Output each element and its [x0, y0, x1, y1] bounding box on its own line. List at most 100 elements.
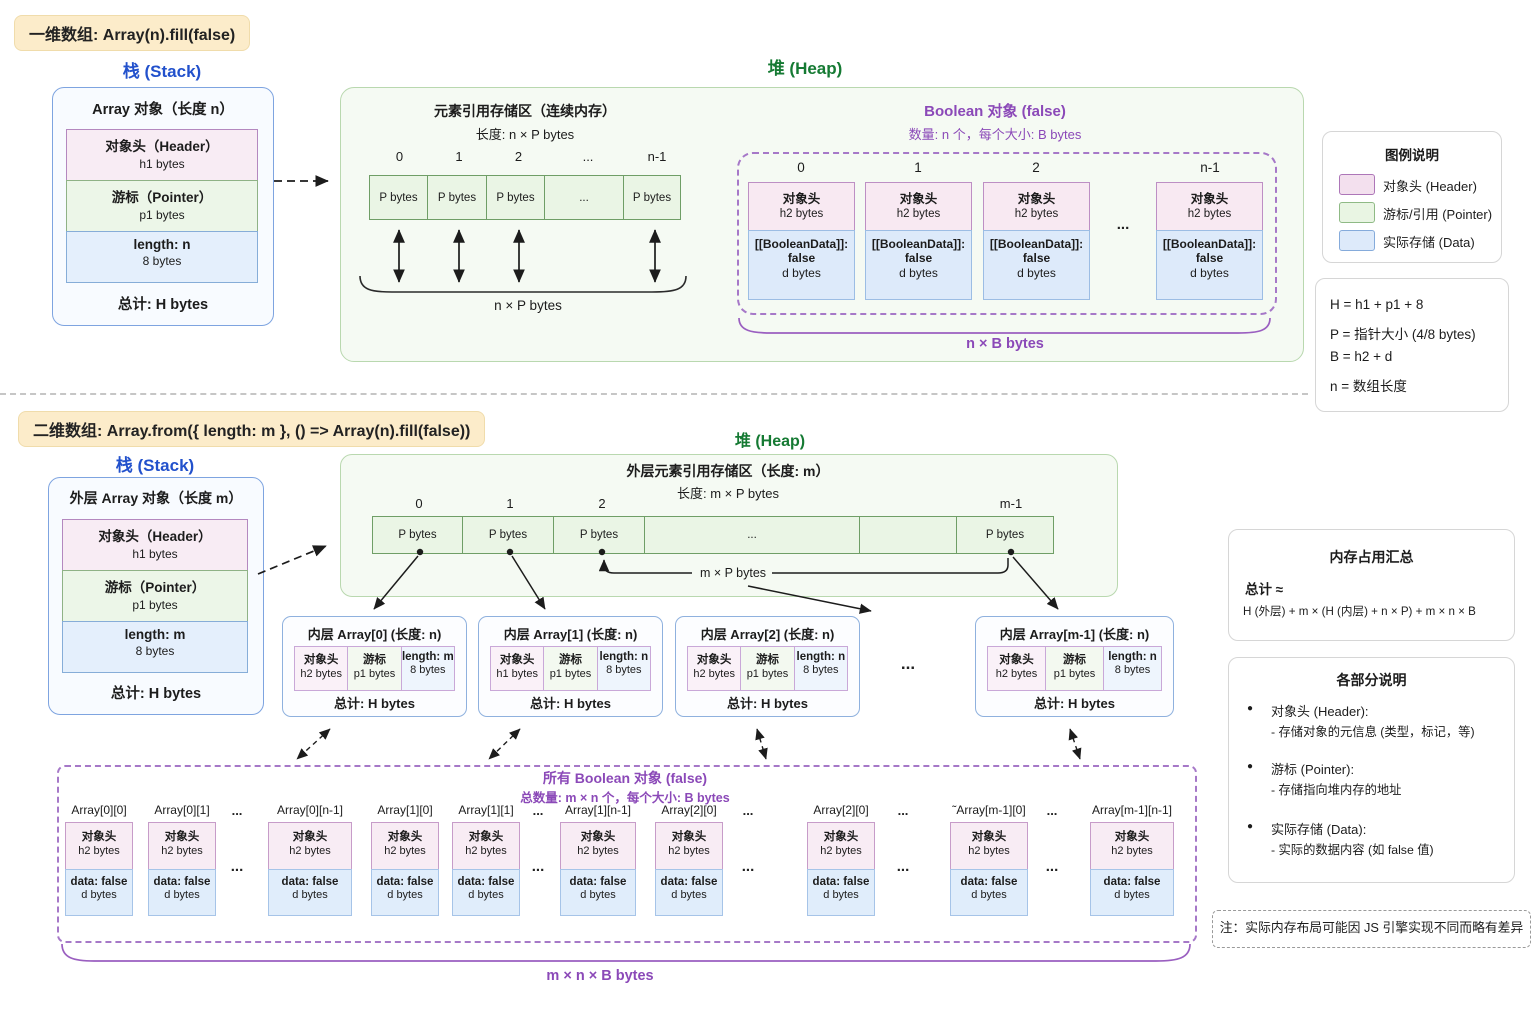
- mb-data-label: data: false: [812, 876, 870, 888]
- inner-array-1-header-cell: 对象头 h1 bytes: [491, 647, 544, 690]
- mb-data-size: d bytes: [81, 889, 117, 901]
- formula-panel: H = h1 + p1 + 8 P = 指针大小 (4/8 bytes) B =…: [1315, 278, 1509, 412]
- boolean-data-value: false: [1022, 251, 1051, 265]
- mb-data-size: d bytes: [387, 889, 423, 901]
- ia-pointer-label: 游标: [1063, 654, 1086, 666]
- stack2-row-pointer: 游标（Pointer） p1 bytes: [62, 570, 248, 622]
- refstore1-index-ellipsis: ...: [582, 149, 594, 164]
- inner-array-last-title: 内层 Array[m-1] (长度: n): [999, 627, 1150, 642]
- boolean-data-size: d bytes: [782, 266, 821, 280]
- mb-data-size: d bytes: [164, 889, 200, 901]
- boolean-data-size: d bytes: [899, 266, 938, 280]
- stack2-row-length-label: length: m: [124, 627, 186, 642]
- ia-length-size: 8 bytes: [1114, 664, 1151, 676]
- refstore2-cell-2: P bytes: [553, 516, 645, 554]
- refstore1-subtitle: 长度: n × P bytes: [475, 127, 575, 142]
- stack2-heading: 栈 (Stack): [115, 456, 195, 475]
- summary-approx: 总计 ≈: [1245, 582, 1284, 597]
- notes-item-2-head: 实际存储 (Data):: [1271, 822, 1367, 837]
- booleans1-index-2: 2: [1032, 160, 1040, 175]
- refstore2-cells: P bytes P bytes P bytes ... P bytes: [372, 516, 1054, 554]
- refstore1-index-last: n-1: [647, 149, 667, 164]
- mb-header-label: 对象头: [823, 831, 859, 843]
- boolean-data-key: [[BooleanData]]:: [754, 237, 849, 251]
- mb-data-size: d bytes: [468, 889, 504, 901]
- mb-data-label: data: false: [281, 876, 339, 888]
- mb-header-size: h2 bytes: [668, 845, 710, 857]
- notes-item-0-desc: - 存储对象的元信息 (类型，标记，等): [1271, 725, 1475, 739]
- inner-array-last-header-cell: 对象头 h2 bytes: [988, 647, 1045, 690]
- stack1-row-header-label: 对象头（Header）: [105, 139, 219, 154]
- stack2-row-header: 对象头（Header） h1 bytes: [62, 519, 248, 571]
- refstore1-cell-0: P bytes: [369, 175, 428, 220]
- mb-data-size: d bytes: [292, 889, 328, 901]
- mb-data-label: data: false: [569, 876, 627, 888]
- refstore1-index-1: 1: [455, 149, 463, 164]
- inner-array-2-header-cell: 对象头 h2 bytes: [688, 647, 741, 690]
- mb-data-size: d bytes: [1114, 889, 1150, 901]
- inner-array-1-box: 内层 Array[1] (长度: n) 对象头 h1 bytes 游标 p1 b…: [478, 616, 663, 717]
- ia-pointer-size: p1 bytes: [353, 668, 396, 680]
- stack1-total: 总计: H bytes: [117, 297, 209, 313]
- refstore1-cell-2: P bytes: [486, 175, 545, 220]
- refstore2-cell-gap: ...: [644, 516, 860, 554]
- ia-header-size: h2 bytes: [995, 668, 1038, 680]
- stack1-row-header-size: h1 bytes: [139, 157, 185, 171]
- ia-length-size: 8 bytes: [606, 664, 642, 676]
- inner-array-last-pointer-cell: 游标 p1 bytes: [1045, 647, 1103, 690]
- refstore2-cell-last: P bytes: [956, 516, 1054, 554]
- mb-header-size: h2 bytes: [384, 845, 426, 857]
- stack1-row-pointer-size: p1 bytes: [139, 208, 185, 222]
- ia-header-size: h1 bytes: [496, 668, 538, 680]
- stack2-row-pointer-size: p1 bytes: [132, 598, 178, 612]
- mb-data-label: data: false: [1103, 876, 1161, 888]
- boolean-data-size: d bytes: [1017, 266, 1056, 280]
- mb-data-label: data: false: [153, 876, 211, 888]
- booleans2-dashed-box: [57, 765, 1197, 943]
- booleans2-label-gap-4: ...: [1046, 803, 1058, 818]
- booleans1-cell-2: 对象头 h2 bytes [[BooleanData]]: false d by…: [983, 182, 1090, 300]
- inner1-to-booleans-arrow: [488, 728, 521, 760]
- ia-pointer-size: p1 bytes: [746, 668, 789, 680]
- ia-length-label: length: n: [599, 651, 649, 663]
- legend-header-label: 对象头 (Header): [1383, 179, 1477, 194]
- booleans1-title: Boolean 对象 (false): [924, 103, 1066, 120]
- refstore2-index-0: 0: [415, 496, 423, 511]
- refstore2-cell-1: P bytes: [462, 516, 554, 554]
- mb-header-size: h2 bytes: [820, 845, 862, 857]
- ia-length-size: 8 bytes: [803, 664, 839, 676]
- footnote-box: 注：实际内存布局可能因 JS 引擎实现不同而略有差异: [1212, 910, 1531, 948]
- stack2-total: 总计: H bytes: [110, 686, 202, 702]
- booleans1-index-1: 1: [914, 160, 922, 175]
- ia-header-label: 对象头: [999, 654, 1034, 666]
- refstore1-index-row: 0 1 2 ... n-1: [370, 149, 686, 164]
- ia-header-label: 对象头: [499, 654, 535, 666]
- mb-header-size: h2 bytes: [161, 845, 203, 857]
- mb-header-label: 对象头: [1114, 831, 1150, 843]
- section1-title-badge: 一维数组: Array(n).fill(false): [14, 15, 251, 51]
- stack1-row-pointer-label: 游标（Pointer）: [111, 190, 213, 205]
- booleans2-title: 所有 Boolean 对象 (false): [542, 770, 708, 786]
- stack2-box-title: 外层 Array 对象（长度 m）: [69, 490, 243, 506]
- mb-data-size: d bytes: [823, 889, 859, 901]
- inner-array-2-box: 内层 Array[2] (长度: n) 对象头 h2 bytes 游标 p1 b…: [675, 616, 860, 717]
- inner-array-0-title: 内层 Array[0] (长度: n): [307, 627, 442, 642]
- inner-array-1-row: 对象头 h1 bytes 游标 p1 bytes length: n 8 byt…: [490, 646, 651, 691]
- booleans2-label-5: Array[1][n-1]: [564, 803, 632, 817]
- legend-header-swatch: [1339, 174, 1375, 195]
- mb-header-label: 对象头: [387, 831, 423, 843]
- refstore2-bracket-label: m × P bytes: [699, 566, 767, 580]
- ia-header-label: 对象头: [696, 654, 732, 666]
- stack2-row-length: length: m 8 bytes: [62, 621, 248, 673]
- legend-data-swatch: [1339, 230, 1375, 251]
- inner-array-last-row: 对象头 h2 bytes 游标 p1 bytes length: n 8 byt…: [987, 646, 1162, 691]
- boolean-data-size: d bytes: [1190, 266, 1229, 280]
- ia-header-size: h2 bytes: [693, 668, 735, 680]
- mb-data-label: data: false: [960, 876, 1018, 888]
- formula-B: B = h2 + d: [1330, 349, 1393, 364]
